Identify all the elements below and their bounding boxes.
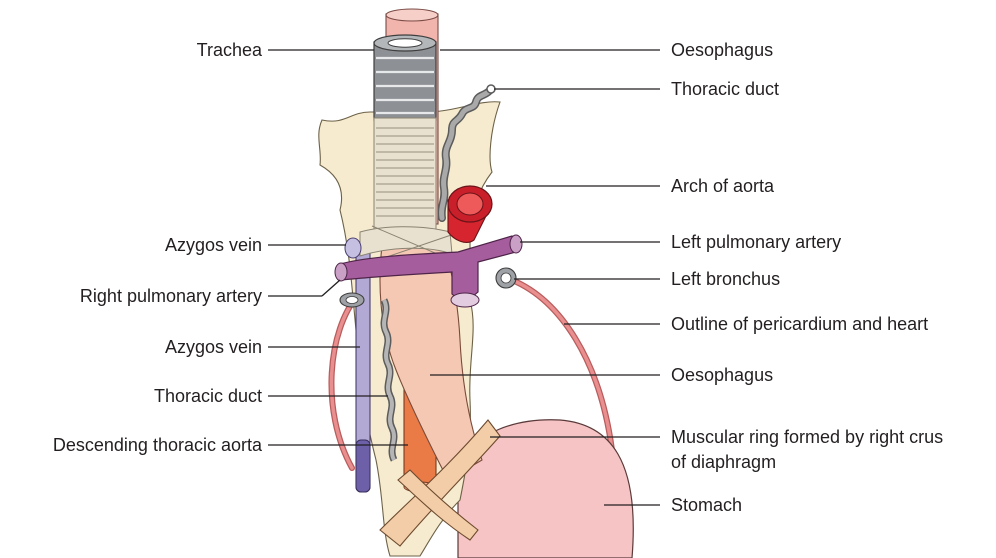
label-descending-thoracic-aorta: Descending thoracic aorta	[53, 434, 262, 456]
label-left-bronchus: Left bronchus	[671, 268, 780, 290]
label-azygos-vein-lower: Azygos vein	[165, 336, 262, 358]
label-left-pulmonary-artery: Left pulmonary artery	[671, 231, 841, 253]
label-oesophagus-lower: Oesophagus	[671, 364, 773, 386]
label-right-pulmonary-artery: Right pulmonary artery	[80, 285, 262, 307]
label-thoracic-duct-lower: Thoracic duct	[154, 385, 262, 407]
label-muscular-ring-line2: of diaphragm	[671, 451, 776, 473]
label-stomach: Stomach	[671, 494, 742, 516]
label-muscular-ring-line1: Muscular ring formed by right crus	[671, 426, 943, 448]
label-pericardium-outline: Outline of pericardium and heart	[671, 313, 928, 335]
label-trachea: Trachea	[197, 39, 262, 61]
label-thoracic-duct-upper: Thoracic duct	[671, 78, 779, 100]
label-oesophagus-upper: Oesophagus	[671, 39, 773, 61]
label-azygos-vein-upper: Azygos vein	[165, 234, 262, 256]
pericardium-outline	[331, 295, 358, 468]
label-arch-of-aorta: Arch of aorta	[671, 175, 774, 197]
trachea-shape	[374, 42, 436, 120]
